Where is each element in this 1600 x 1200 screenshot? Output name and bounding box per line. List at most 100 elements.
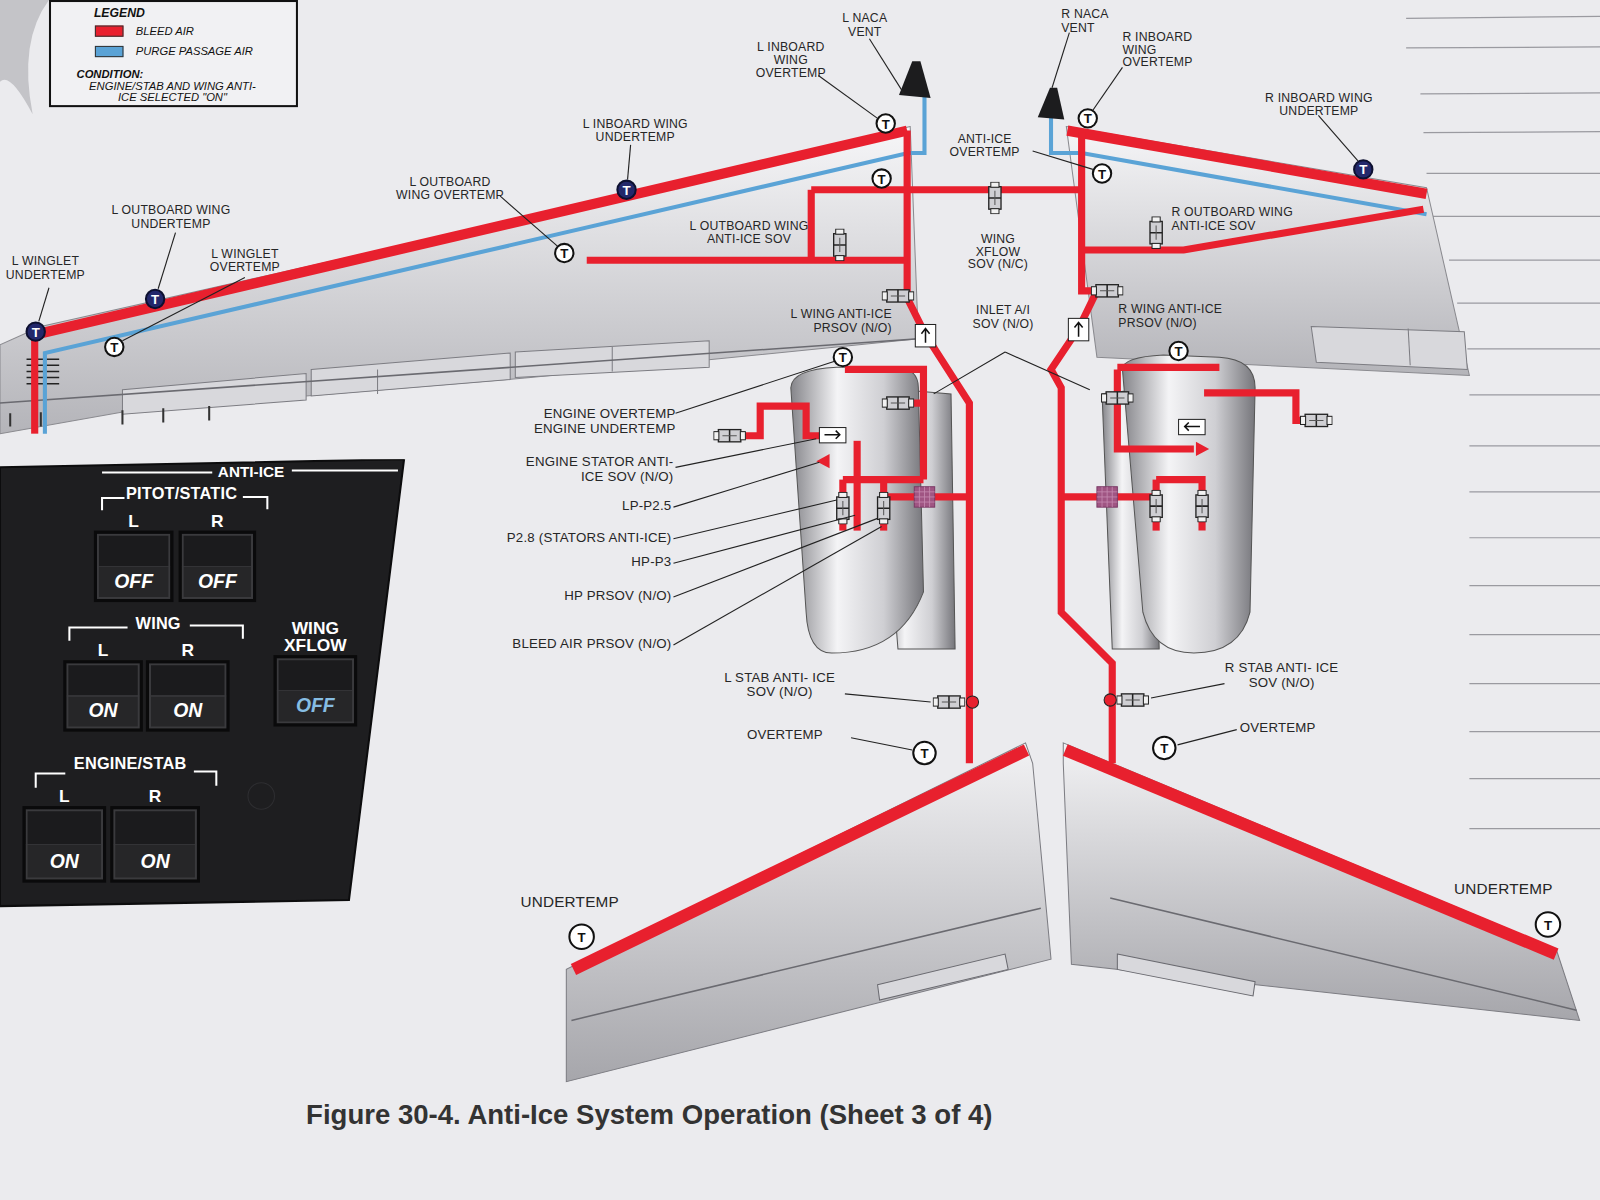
callout-label: R INBOARD WING UNDERTEMP <box>1255 92 1383 118</box>
temperature-sensor: T <box>1092 163 1112 183</box>
margin-lines <box>1423 132 1600 133</box>
leader-lines <box>39 288 49 322</box>
left-wing <box>612 347 613 371</box>
control-panel: ANTI-ICELOFFROFFLONRONWING XFLOWOFFLONRO… <box>0 459 408 908</box>
purge-ducts <box>45 97 1427 434</box>
button-text: OFF <box>182 571 253 590</box>
engine-symbols <box>914 487 934 507</box>
leader-lines <box>1178 730 1237 745</box>
bleed-ducts <box>35 131 907 335</box>
switch-button: WING XFLOWOFF <box>273 655 357 726</box>
button-text: OFF <box>97 571 170 590</box>
leader-lines <box>673 527 881 645</box>
leader-lines <box>851 738 912 750</box>
temperature-sensor: T <box>871 168 891 188</box>
temperature-sensor: T <box>1535 911 1562 938</box>
margin-lines <box>1429 216 1600 217</box>
engine-symbols <box>824 431 839 439</box>
engine-symbols <box>1179 419 1206 434</box>
leader-lines <box>673 515 855 563</box>
stabilizers <box>566 743 1579 1082</box>
bleed-ducts <box>1117 369 1194 449</box>
margin-lines <box>1469 394 1600 395</box>
callout-label: L INBOARD WING OVERTEMP <box>750 41 832 80</box>
sensor-letter: T <box>32 325 40 338</box>
engine-symbols <box>914 487 934 507</box>
callout-label: L WINGLET UNDERTEMP <box>2 255 89 281</box>
check-valves <box>1068 318 1088 340</box>
callout-label: L STAB ANTI- ICE SOV (N/O) <box>722 670 836 698</box>
callout-label: L OUTBOARD WING UNDERTEMP <box>102 204 240 230</box>
temperature-sensor: T <box>876 113 896 133</box>
panel-bracket <box>36 773 66 787</box>
margin-lines <box>1469 828 1600 829</box>
bleed-ducts <box>1067 131 1426 194</box>
panel-screw <box>248 783 275 810</box>
callout-label: UNDERTEMP <box>520 894 619 910</box>
margin-lines <box>1469 445 1600 446</box>
sensor-letter: T <box>110 340 118 353</box>
sensor-letter: T <box>1359 163 1367 176</box>
panel-group-label: WING <box>128 615 189 632</box>
sensor-letter: T <box>1544 918 1552 931</box>
callout-label: INLET A/I SOV (N/O) <box>969 304 1036 330</box>
engine-symbols <box>816 419 1209 507</box>
legend-swatch <box>95 26 124 37</box>
bleed-ducts <box>808 190 815 260</box>
bleed-ducts <box>573 750 1026 969</box>
temperature-sensor: T <box>616 180 636 200</box>
callout-label: L WING ANTI-ICE PRSOV (N/O) <box>761 308 892 334</box>
valves <box>878 492 890 524</box>
bleed-ducts <box>907 131 969 764</box>
panel-group-label: PITOT/STATIC <box>120 486 242 503</box>
bleed-ducts <box>35 131 1556 970</box>
bleed-ducts <box>1082 209 1424 250</box>
leader-lines <box>1318 115 1358 161</box>
bleed-ducts <box>1156 480 1202 531</box>
callout-label: OVERTEMP <box>1240 720 1316 734</box>
left-wing <box>10 406 209 426</box>
callout-label: ENGINE UNDERTEMP <box>510 421 675 435</box>
callout-label: ENGINE STATOR ANTI-ICE SOV (N/O) <box>515 455 673 483</box>
engines <box>1122 355 1255 653</box>
valves <box>1301 414 1333 426</box>
callout-label: R INBOARD WING OVERTEMP <box>1122 31 1204 70</box>
stabilizers <box>571 908 1040 1020</box>
stabilizers <box>878 954 1009 1000</box>
temperature-sensor: T <box>1353 159 1373 179</box>
callout-label: HP PRSOV (N/O) <box>490 589 672 603</box>
sensor-letter: T <box>878 172 886 185</box>
valves <box>966 696 978 708</box>
page-background <box>0 0 49 114</box>
leader-lines <box>934 352 1090 394</box>
leader-lines <box>673 518 877 597</box>
callout-label: ANTI-ICE OVERTEMP <box>944 133 1026 159</box>
margin-lines <box>1467 348 1600 349</box>
switch-button: RON <box>110 806 200 883</box>
button-text: L <box>56 642 150 659</box>
switch-button: LOFF <box>94 531 174 602</box>
button-text: ON <box>149 701 227 720</box>
bleed-ducts <box>31 335 38 434</box>
panel-bracket <box>243 497 267 509</box>
right-wing <box>1311 327 1467 370</box>
engine-symbols <box>1097 487 1117 507</box>
valves <box>1117 694 1149 706</box>
node-text: LEGEND <box>94 6 145 20</box>
engine-symbols <box>1185 422 1200 430</box>
sensor-letter: T <box>839 351 847 364</box>
valves <box>882 397 914 409</box>
valves <box>1102 392 1134 404</box>
bleed-ducts <box>811 186 1081 193</box>
callout-label: L INBOARD WING UNDERTEMP <box>571 117 699 143</box>
margin-lines <box>1469 585 1600 586</box>
sensor-letter: T <box>560 246 568 259</box>
panel-group-label: ENGINE/STAB <box>66 756 194 773</box>
margin-lines <box>1457 302 1600 303</box>
sensor-letter: T <box>1160 741 1168 754</box>
button-text: L <box>15 788 113 805</box>
